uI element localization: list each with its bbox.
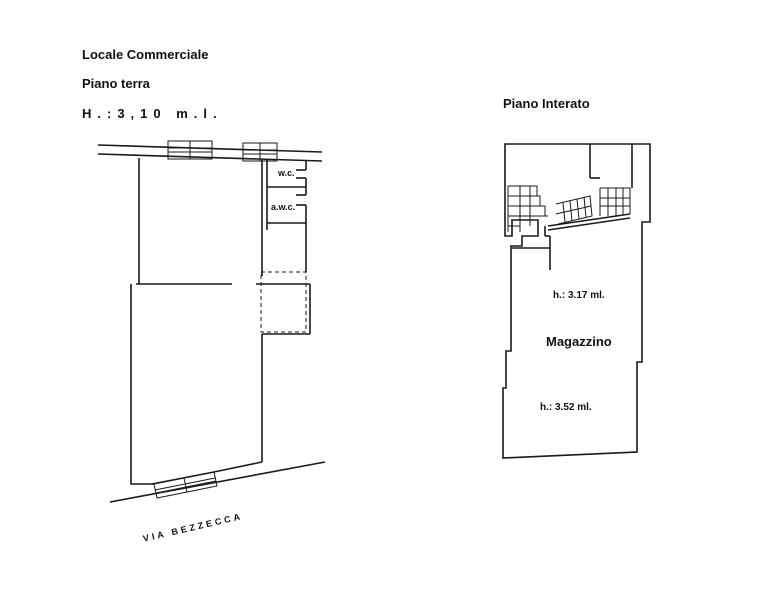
plan-title: Locale Commerciale xyxy=(82,47,209,62)
dashed-partitions xyxy=(260,271,307,333)
street-facade-wall xyxy=(109,461,326,503)
top-window-right xyxy=(242,142,278,162)
stair-right xyxy=(599,187,631,216)
ground-floor-label: Piano terra xyxy=(82,76,150,91)
basement-plan xyxy=(502,143,651,459)
rear-room-walls xyxy=(136,158,232,285)
wc-block-walls xyxy=(261,160,307,276)
basement-upper-walls xyxy=(512,144,633,270)
ground-floor-height: H.:3,10 m.l. xyxy=(82,106,223,121)
shop-room-walls xyxy=(130,284,263,485)
stair-middle xyxy=(555,195,593,225)
mid-partition xyxy=(256,283,311,335)
street-window xyxy=(153,471,218,499)
top-window-left xyxy=(167,140,213,160)
ground-floor-plan xyxy=(97,140,326,503)
room-label-magazzino: Magazzino xyxy=(546,334,612,349)
basement-height-lower: h.: 3.52 ml. xyxy=(540,402,592,413)
room-label-wc: w.c. xyxy=(278,168,295,178)
basement-height-upper: h.: 3.17 ml. xyxy=(553,290,605,301)
room-label-awc: a.w.c. xyxy=(271,202,296,212)
stair-left xyxy=(507,185,548,232)
basement-outline xyxy=(502,143,651,459)
basement-label: Piano Interato xyxy=(503,96,590,111)
